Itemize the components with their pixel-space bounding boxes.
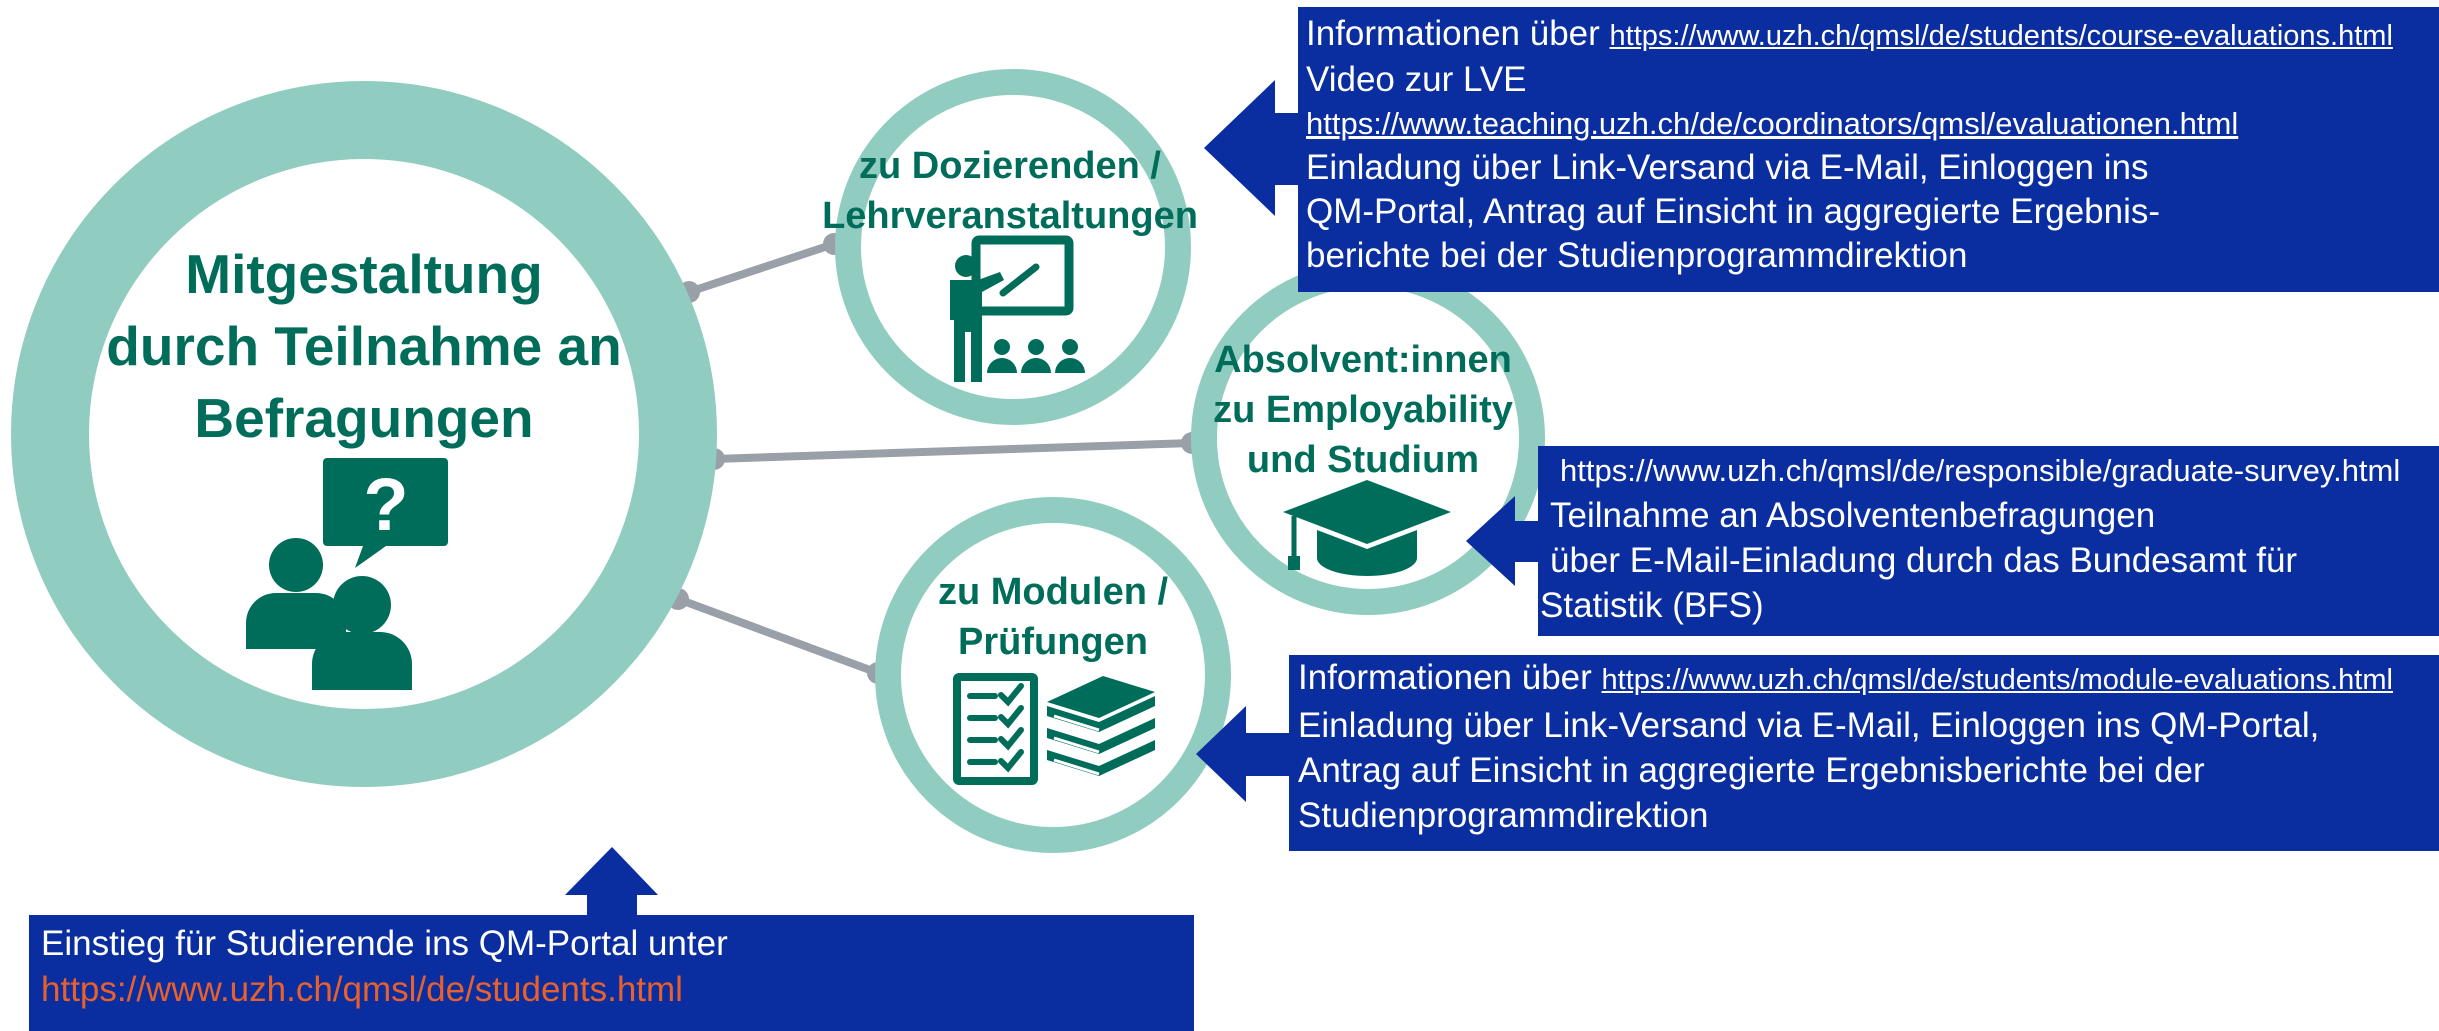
svg-text:?: ? xyxy=(363,463,408,546)
lecturers-ring xyxy=(835,69,1191,425)
entry-box: Einstieg für Studierende ins QM-Portal u… xyxy=(29,915,1194,1031)
graduate-survey-link[interactable]: https://www.uzh.ch/qmsl/de/responsible/g… xyxy=(1560,453,2401,488)
connector-graduates xyxy=(713,439,1193,463)
graduates-text-line: über E-Mail-Einladung durch das Bundesam… xyxy=(1550,541,2298,580)
arrow-entry xyxy=(565,847,658,920)
main-title-line: Mitgestaltung xyxy=(185,243,543,305)
lecturers-title: zu Dozierenden / Lehrveranstaltungen xyxy=(780,141,1240,241)
modules-info-box: Informationen über https://www.uzh.ch/qm… xyxy=(1289,655,2439,851)
graduation-cap-icon xyxy=(1283,480,1451,576)
connector-lecturers xyxy=(687,240,836,296)
modules-text-line: Studienprogrammdirektion xyxy=(1298,796,1709,835)
teacher-board-icon xyxy=(950,235,1085,382)
arrow-lecturers xyxy=(1204,80,1305,216)
lecturers-info-box: Informationen über https://www.uzh.ch/qm… xyxy=(1298,7,2439,292)
checklist-books-icon xyxy=(953,673,1155,785)
modules-title: zu Modulen / Prüfungen xyxy=(873,567,1233,667)
main-title: Mitgestaltung durch Teilnahme an Befragu… xyxy=(64,238,664,454)
info-prefix: Informationen über xyxy=(1306,14,1610,53)
main-ring xyxy=(11,81,717,787)
entry-text: Einstieg für Studierende ins QM-Portal u… xyxy=(41,924,728,963)
arrow-modules xyxy=(1196,706,1292,802)
course-evaluations-link[interactable]: https://www.uzh.ch/qmsl/de/students/cour… xyxy=(1609,20,2393,52)
modules-text-line: Einladung über Link-Versand via E-Mail, … xyxy=(1298,706,2320,745)
lecturers-info-line: Informationen über https://www.uzh.ch/qm… xyxy=(1306,12,2439,58)
video-label: Video zur LVE xyxy=(1306,60,1527,99)
modules-title-line: Prüfungen xyxy=(958,621,1148,663)
modules-title-line: zu Modulen / xyxy=(937,571,1169,613)
modules-text-line: Antrag auf Einsicht in aggregierte Ergeb… xyxy=(1298,751,2205,790)
graduates-title-line: Absolvent:innen xyxy=(1214,339,1512,381)
evaluationen-video-link[interactable]: https://www.teaching.uzh.ch/de/coordinat… xyxy=(1306,106,2239,141)
lecturers-title-line: zu Dozierenden / xyxy=(859,145,1161,187)
lecturers-text-line: Einladung über Link-Versand via E-Mail, … xyxy=(1306,148,2149,187)
main-title-line: durch Teilnahme an xyxy=(106,315,622,377)
modules-info-line: Informationen über https://www.uzh.ch/qm… xyxy=(1298,655,2439,703)
graduates-info-box: https://www.uzh.ch/qmsl/de/responsible/g… xyxy=(1538,446,2439,636)
students-portal-link[interactable]: https://www.uzh.ch/qmsl/de/students.html xyxy=(41,970,683,1009)
arrow-graduates xyxy=(1466,496,1545,586)
main-title-line: Befragungen xyxy=(194,387,534,449)
graduates-title: Absolvent:innen zu Employability und Stu… xyxy=(1158,335,1568,485)
info-prefix: Informationen über xyxy=(1298,658,1602,697)
graduates-title-line: zu Employability xyxy=(1213,389,1513,431)
graduates-text-line: Teilnahme an Absolventenbefragungen xyxy=(1550,496,2156,535)
people-question-icon: ? xyxy=(246,458,448,690)
graduates-text-line: Statistik (BFS) xyxy=(1540,586,1764,625)
graduates-title-line: und Studium xyxy=(1246,439,1480,481)
connector-modules xyxy=(676,595,880,677)
module-evaluations-link[interactable]: https://www.uzh.ch/qmsl/de/students/modu… xyxy=(1601,664,2393,696)
lecturers-title-line: Lehrveranstaltungen xyxy=(822,195,1198,237)
lecturers-text-line: berichte bei der Studienprogrammdirektio… xyxy=(1306,236,1968,275)
lecturers-text-line: QM-Portal, Antrag auf Einsicht in aggreg… xyxy=(1306,192,2161,231)
modules-ring xyxy=(875,497,1231,853)
arrows xyxy=(565,80,1545,920)
